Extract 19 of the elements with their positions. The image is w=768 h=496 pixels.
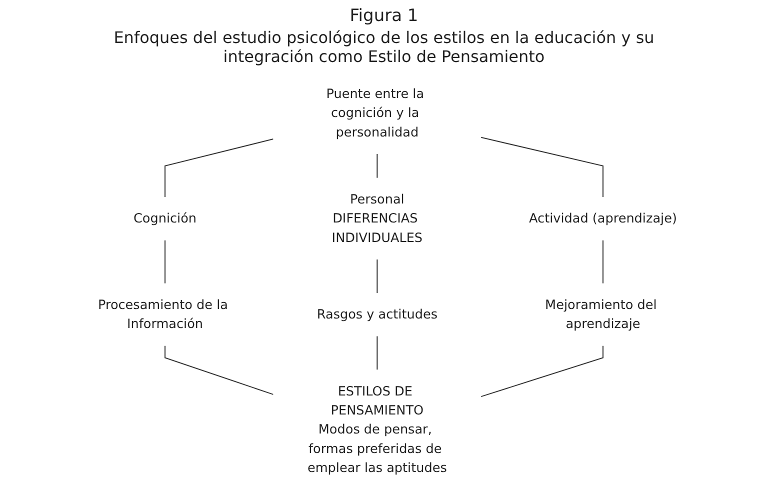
figure-title: Figura 1 [348, 6, 420, 26]
node-text: Procesamiento de la Información [98, 296, 228, 332]
connector [164, 240, 166, 284]
connector [164, 138, 274, 198]
node-text: Personal DIFERENCIAS INDIVIDUALES [332, 191, 423, 246]
node-text: Rasgos y actitudes [316, 306, 438, 322]
connector [480, 136, 604, 198]
connector [376, 259, 378, 293]
connector [164, 346, 274, 395]
connector [480, 346, 604, 398]
node-text: Mejoramiento del aprendizaje [545, 296, 657, 332]
node-text: Cognición [133, 210, 197, 226]
node-text: ESTILOS DE PENSAMIENTO Modos de pensar, formas preferidas de emplear las aptitudes [307, 383, 447, 476]
connector [376, 336, 378, 370]
connector [602, 240, 604, 284]
node-text: Puente entre la cognición y la personalidad [326, 86, 424, 140]
figure-subtitle: Enfoques del estudio psicológico de los estilos en la educación y su integración como Estilo de Pensamiento [112, 28, 656, 66]
connector [376, 154, 378, 178]
node-text: Actividad (aprendizaje) [529, 210, 677, 226]
